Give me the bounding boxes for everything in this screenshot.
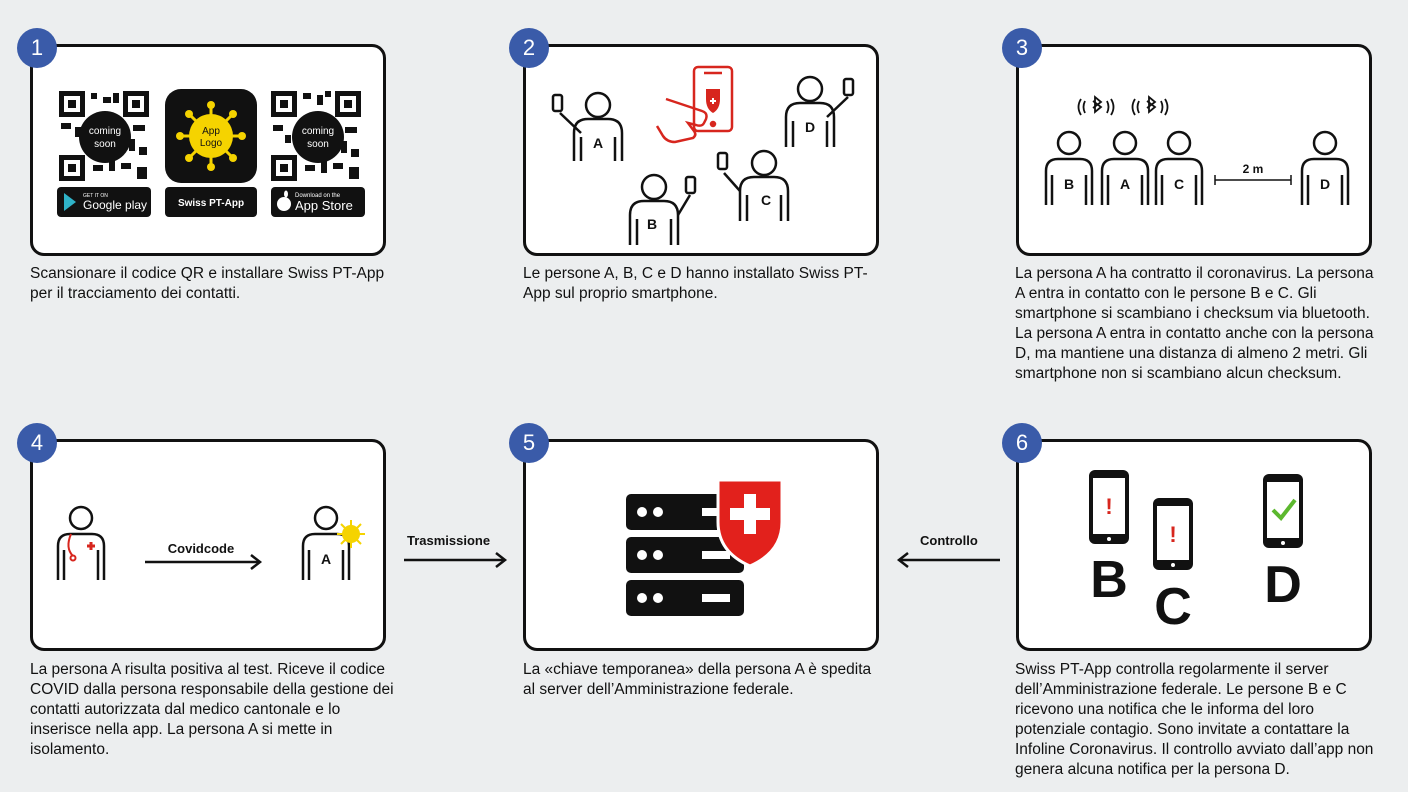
step-5-illustration [626,478,784,616]
step-2-illustration: A D C [551,65,855,245]
person-a-label: A [1120,176,1130,192]
server-icon [626,494,744,616]
phone-hand-icon [655,65,734,144]
person-c-label: C [1174,176,1184,192]
check-arrow-icon [896,552,1000,568]
person-d-label: D [1264,556,1302,614]
swiss-cross-small [710,98,716,104]
step-4-illustration: Covidcode A [56,505,365,580]
app-logo-text-2: Logo [200,138,223,149]
transmission-label: Trasmissione [407,533,491,548]
doctor-figure [56,505,106,580]
person-d-label: D [805,119,815,135]
person-b-label: B [1090,551,1128,609]
distance-line [1214,175,1292,185]
coming-soon-text-left: coming [89,126,121,137]
step-5-badge: 5 [509,423,549,463]
person-d-figure [784,75,855,147]
person-d-figure [1300,130,1350,205]
step-4-caption: La persona A risulta positiva al test. R… [30,661,394,758]
bluetooth-icon-right [1131,95,1169,116]
app-store-text: App Store [295,198,353,213]
person-c-label: C [1154,578,1192,636]
qr-code-left [57,89,151,183]
step-6-caption: Swiss PT-App controlla regolarmente il s… [1015,661,1374,778]
person-d-label: D [1320,176,1330,192]
step-3-illustration: B A C 2 m D [1044,95,1350,205]
medical-cross-icon [87,542,95,550]
person-b-label: B [1064,176,1074,192]
step-1-badge: 1 [17,28,57,68]
step-1-panel: coming soon GET IT ON Google play App Lo… [30,44,386,256]
app-store-badge[interactable] [271,187,365,217]
google-play-small-text: GET IT ON [83,193,108,199]
qr-code-right [271,91,361,181]
person-a-label: A [593,135,603,151]
transmission-arrow-icon [404,552,508,568]
coming-soon-text-right-2: soon [307,139,329,150]
covidcode-label: Covidcode [168,541,234,556]
person-c-figure [1154,130,1204,205]
step-5-panel [523,439,879,651]
coming-soon-text-right: coming [302,126,334,137]
alert-icon-b: ! [1105,494,1112,519]
person-c-label: C [761,192,771,208]
swiss-shield-icon [716,478,784,568]
step-6-badge: 6 [1002,423,1042,463]
covidcode-arrow-icon [145,554,263,570]
app-name-badge [165,187,257,217]
apple-icon [277,190,291,211]
coming-soon-text-left-2: soon [94,139,116,150]
person-a-figure [1100,130,1150,205]
phone-d-ok-icon [1263,474,1303,548]
step-3-caption: La persona A ha contratto il coronavirus… [1015,265,1374,382]
step-4-panel: Covidcode A [30,439,386,651]
google-play-text: Google play [83,198,147,212]
check-label: Controllo [920,533,978,548]
person-a-label: A [321,551,331,567]
step-5-caption: La «chiave temporanea» della persona A è… [523,661,872,698]
step-1-illustration: coming soon GET IT ON Google play App Lo… [57,89,365,217]
bluetooth-icon-left [1077,95,1115,116]
person-b-figure [1044,130,1094,205]
alert-icon-c: ! [1169,522,1176,547]
google-play-icon [64,193,76,211]
app-logo-text: App [202,126,220,137]
step-3-panel: B A C 2 m D [1016,44,1372,256]
step-2-caption: Le persone A, B, C e D hanno installato … [523,265,868,302]
step-2-badge: 2 [509,28,549,68]
person-b-figure [628,173,697,245]
google-play-badge[interactable] [57,187,151,217]
person-b-label: B [647,216,657,232]
step-2-panel: A D C [523,44,879,256]
app-store-small-text: Download on the [295,193,341,199]
step-1-caption: Scansionare il codice QR e installare Sw… [30,265,385,302]
phone-b-alert-icon [1089,470,1129,544]
step-6-illustration: ! B ! C D [1089,470,1303,636]
phone-c-alert-icon [1153,498,1193,570]
step-3-badge: 3 [1002,28,1042,68]
step-4-badge: 4 [17,423,57,463]
virus-icon [337,520,365,548]
person-a-figure [551,91,624,161]
distance-label: 2 m [1243,162,1264,176]
person-c-figure [716,149,790,221]
step-6-panel: ! B ! C D [1016,439,1372,651]
app-name-text: Swiss PT-App [178,198,244,209]
